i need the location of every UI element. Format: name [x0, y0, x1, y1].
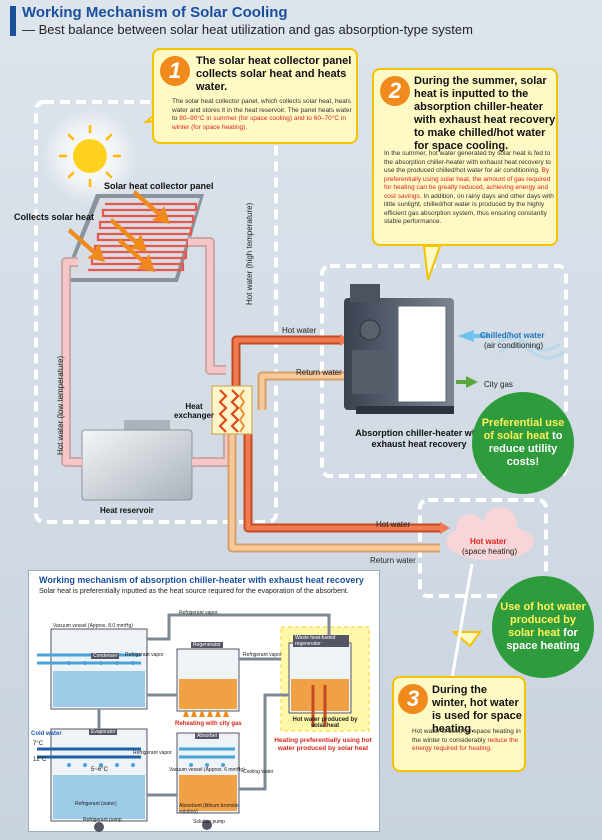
inset-title: Working mechanism of absorption chiller-… [39, 575, 364, 585]
air-conditioning-label: (air conditioning) [484, 341, 544, 350]
reheating-label: Reheating with city gas [175, 721, 242, 727]
inset-vessels [50, 628, 352, 822]
note-2-callout: 2 During the summer, solar heat is input… [372, 68, 558, 246]
space-heating-label: (space heating) [462, 547, 518, 556]
page-subtitle: — Best balance between solar heat utiliz… [22, 22, 473, 37]
hot-water-label-chiller: Hot water [282, 326, 317, 335]
note-2-body-text-2: In addition, on rainy days and other day… [384, 192, 554, 226]
evaporator-label: Evaporator [89, 729, 118, 735]
refrigerant-pump-icon [94, 822, 104, 832]
flame-icons [183, 709, 229, 717]
hot-water-low-label: Hot water (low temperature) [56, 355, 65, 455]
temp-5-6c-label: 5~6°C [91, 767, 108, 773]
header-accent-bar [10, 6, 16, 36]
hot-water-pipes [231, 334, 450, 534]
heating-cloud-icon [446, 507, 534, 560]
refrigerant-vapor-3-label: Refrigerant vapor [243, 652, 282, 658]
heat-exchanger-icon [211, 385, 253, 435]
note-3-callout: 3 During the winter, hot water is used f… [392, 676, 526, 772]
note-1-body-text: The solar heat collector panel, which co… [172, 98, 352, 122]
inset-drops [67, 661, 225, 767]
refrigerant-pump-label: Refrigerant pump [83, 817, 122, 823]
solution-pump-icon [202, 820, 212, 830]
chiller-name-label: Absorption chiller-heater with exhaust h… [355, 428, 483, 449]
note-1-callout: 1 The solar heat collector panel collect… [152, 48, 358, 144]
sun-icon [42, 108, 138, 204]
badge-1-part-b: to reduce utility costs! [488, 430, 563, 468]
regenerator-label: Regenerator [191, 642, 223, 648]
heat-reservoir-icon [81, 420, 193, 501]
temp-7c-label: 7°C [33, 741, 44, 747]
note-2-body-highlight: By preferentially using solar heat, the … [384, 167, 551, 200]
hot-water-label-heating: Hot water [376, 520, 411, 529]
return-water-label-heating: Return water [370, 556, 416, 565]
absorption-chiller-icon [344, 284, 454, 414]
collects-solar-heat-label: Collects solar heat [14, 212, 95, 222]
refrigerant-vapor-1-label: Refrigerant vapor [179, 610, 218, 616]
note-1-body: The solar heat collector panel, which co… [172, 98, 354, 132]
note-2-heading: During the summer, solar heat is inputte… [414, 75, 556, 152]
return-water-label-chiller: Return water [296, 368, 342, 377]
note-3-body: Hot water is used for space heating in t… [412, 728, 522, 754]
note-1-number: 1 [160, 56, 190, 86]
collector-panel-label: Solar heat collector panel [104, 181, 214, 191]
vacuum-vessel-1-label: Vacuum vessel (Approx. 8.0 mmHg) [53, 623, 133, 629]
city-gas-label: City gas [484, 380, 513, 389]
solution-pump-label: Solution pump [193, 819, 225, 825]
badge-2-highlight: Use of hot water produced by solar heat [500, 601, 586, 639]
note-1-body-highlight: 80–90°C in summer (for space cooling) an… [172, 115, 346, 131]
collector-panel-icon [62, 190, 204, 282]
inset-subtitle: Solar heat is preferentially inputted as… [39, 588, 349, 595]
page-title: Working Mechanism of Solar Cooling [22, 4, 288, 21]
chilled-water-arrow-icon [458, 330, 565, 360]
cooling-water-label: Cooling water [243, 769, 274, 775]
note-2-body-text: In the summer, hot water generated by so… [384, 150, 551, 174]
hot-water-produced-label: Hot water produced by solar heat [292, 717, 358, 729]
mechanism-inset: Working mechanism of absorption chiller-… [28, 570, 380, 832]
note-2-body: In the summer, hot water generated by so… [384, 150, 554, 227]
chilled-hot-water-label: Chilled/hot water [480, 331, 545, 340]
absorbent-label: Absorbent (lithium bromide solution) [179, 803, 239, 815]
refrigerant-vapor-4-label: Refrigerant vapor [133, 750, 172, 756]
hot-water-high-label: Hot water (high temperature) [245, 202, 254, 305]
city-gas-arrow-icon [456, 376, 478, 388]
condenser-label: Condenser [91, 653, 120, 659]
note3-leader [450, 563, 474, 679]
inset-pipes [97, 613, 331, 797]
note-1-heading: The solar heat collector panel collects … [196, 55, 352, 93]
refrigerant-water-label: Refrigerant (water) [75, 801, 117, 807]
note-3-body-highlight: reduce the energy required for heating. [412, 736, 519, 753]
solar-cost-badge-text: Preferential use of solar heat to reduce… [478, 417, 568, 469]
heating-preferentially-label: Heating preferentially using hot water p… [274, 737, 372, 752]
note2-pointer [422, 245, 442, 281]
return-water-pipes [227, 371, 440, 553]
inset-schematic-svg [37, 613, 370, 832]
refrigerant-vapor-2-label: Refrigerant vapor [125, 652, 164, 658]
inset-coils [37, 653, 327, 759]
badge-2-part-b: for space heating [506, 627, 580, 652]
absorber-label: Absorber [195, 733, 220, 739]
badge-1-highlight: solar heat [497, 430, 549, 442]
badge-1-part-a: Preferential use of [481, 417, 565, 442]
chiller-zone [320, 264, 568, 478]
note-3-heading: During the winter, hot water is used for… [432, 684, 522, 735]
vacuum-vessel-2-label: Vacuum vessel (Approx. 6 mmHg) [169, 767, 245, 773]
hot-water-heating-badge: Use of hot water produced by solar heat … [492, 576, 594, 678]
heat-reservoir-label: Heat reservoir [100, 506, 154, 515]
note-3-body-text: Hot water is used for space heating in t… [412, 728, 521, 744]
note-3-number: 3 [398, 684, 428, 714]
cold-water-label: Cold water [31, 731, 62, 737]
note-2-number: 2 [380, 76, 410, 106]
waste-heat-regenerator-label: Waste heat-fueled regenerator [293, 635, 349, 647]
hot-water-space-label: Hot water [470, 537, 507, 546]
header: Working Mechanism of Solar Cooling — Bes… [6, 4, 596, 38]
solar-cost-badge: Preferential use of solar heat to reduce… [472, 392, 574, 494]
hot-water-heating-badge-text: Use of hot water produced by solar heat … [498, 601, 588, 653]
temp-12c-label: 12°C [33, 757, 47, 763]
heat-exchanger-label: Heat exchanger [174, 402, 215, 420]
